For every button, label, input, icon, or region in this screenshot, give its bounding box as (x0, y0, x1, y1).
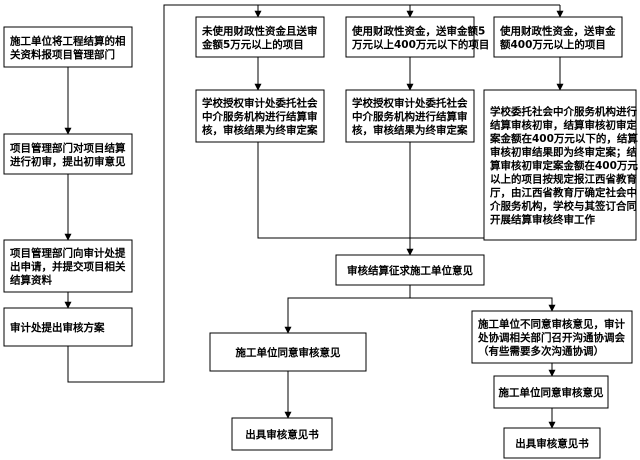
box-outline (345, 16, 475, 58)
box-text-line: 万元以上400万元以下的项目 (351, 38, 489, 51)
box-text-line: 使用财政性资金，送审金额5 (351, 24, 485, 37)
box-text-line: 学校委托社会中介服务机构进行 (490, 105, 637, 118)
box-outline (503, 427, 601, 459)
box-text-line: 审核结算征求施工单位意见 (347, 264, 473, 277)
box-outline (3, 133, 133, 175)
box-text-line: 核，审核结果为终审定案 (202, 124, 318, 137)
box-text-line: 金额5万元以上的项目 (201, 38, 304, 51)
process-boxes: 施工单位将工程结算的相关资料报项目管理部门项目管理部门对项目结算进行初审，提出初… (3, 16, 638, 459)
box-text-line: 中介服务机构进行结算审 (202, 110, 318, 123)
box-outline (195, 89, 325, 143)
box-outline (195, 16, 325, 58)
box-text-line: 处协调相关部门召开沟通协调会 (477, 331, 625, 344)
box-outline (231, 417, 333, 451)
box-text-line: 项目管理部门向审计处提 (10, 247, 126, 260)
box-outline (209, 332, 367, 372)
process-box-c1: 审核结算征求施工单位意见 (335, 254, 485, 286)
box-text-line: 未使用财政性资金且送审 (201, 24, 318, 37)
box-text-line: （有些需要多次沟通协调） (478, 345, 604, 358)
box-outline (3, 26, 133, 68)
box-text-line: 结算审核初审，结算审核初审定 (490, 119, 637, 132)
box-text-line: 进行初审，提出初审意见 (10, 155, 126, 168)
arrow-c1-to-b1 (284, 285, 411, 334)
box-text-line: 项目管理部门对项目结算 (10, 141, 126, 154)
box-text-line: 学校授权审计处委托社会 (202, 97, 318, 110)
box-text-line: 施工单位同意审核意见 (236, 346, 341, 359)
box-text-line: 中介服务机构进行结算审 (352, 110, 468, 123)
box-outline (493, 16, 623, 58)
box-text-line: 以上的项目按规定报江西省教育 (490, 173, 637, 186)
box-outline (3, 307, 133, 347)
box-text-line: 施工单位同意审核意见 (499, 386, 604, 399)
box-text-line: 施工单位不同意审核意见，审计 (478, 318, 625, 331)
connector-lines (64, 4, 564, 429)
arrow-c1-to-r1 (410, 297, 556, 312)
process-box-l4: 审计处提出审核方案 (3, 307, 133, 347)
link-branches-merge (257, 142, 560, 239)
box-text-line: 算审核初审定案金额在400万元 (490, 159, 638, 172)
process-box-b1: 施工单位同意审核意见 (209, 332, 367, 372)
box-outline (345, 89, 475, 143)
box-text-line: 出申请，并提交项目相关 (10, 260, 126, 273)
link-l4-to-top-bus (67, 4, 560, 383)
box-outline (483, 89, 637, 241)
box-text-line: 施工单位将工程结算的相 (10, 34, 126, 47)
box-text-line: 出具审核意见书 (515, 437, 589, 450)
box-text-line: 结算资料 (10, 274, 52, 287)
box-text-line: 出具审核意见书 (245, 428, 319, 441)
box-text-line: 案金额在400万元以下的，结算 (489, 132, 638, 145)
box-text-line: 核，审核结果为终审定案 (352, 124, 468, 137)
box-text-line: 学校授权审计处委托社会 (352, 97, 468, 110)
box-outline (335, 254, 485, 286)
box-outline (471, 310, 633, 364)
box-text-line: 关资料报项目管理部门 (10, 48, 115, 61)
box-text-line: 使用财政性资金，送审金 (499, 24, 616, 37)
box-text-line: 额400万元以上的项目 (499, 38, 606, 51)
process-box-b2: 出具审核意见书 (231, 417, 333, 451)
box-text-line: 审核初审结果即为终审定案；结 (490, 146, 637, 159)
box-text-line: 介服务机构，学校与其签订合同 (489, 200, 637, 213)
box-text-line: 厅，由江西省教育厅确定社会中 (490, 186, 637, 199)
box-text-line: 审计处提出审核方案 (10, 321, 105, 334)
box-text-line: 开展结算审核终审工作 (490, 213, 595, 226)
process-box-r2: 施工单位同意审核意见 (493, 375, 609, 409)
process-box-m3: 学校委托社会中介服务机构进行结算审核初审，结算审核初审定案金额在400万元以下的… (483, 89, 638, 241)
box-outline (3, 239, 133, 293)
box-outline (493, 375, 609, 409)
process-box-r3: 出具审核意见书 (503, 427, 601, 459)
